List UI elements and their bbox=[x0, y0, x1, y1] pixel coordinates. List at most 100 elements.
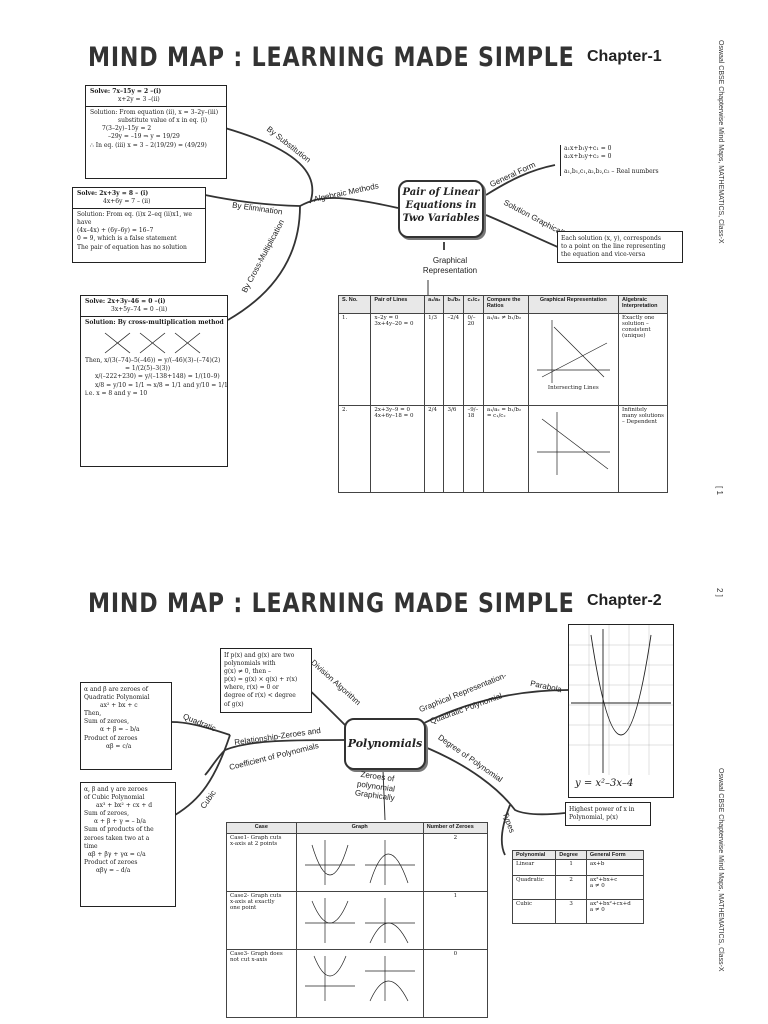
cross-q2: 3x+5y–74 = 0 –(ii) bbox=[111, 306, 168, 314]
f2b: a ≠ 0 bbox=[589, 883, 605, 889]
graph-caption: Intersecting Lines bbox=[547, 384, 599, 391]
row1-eq1: x–2y = 0 bbox=[374, 314, 399, 321]
th-general-form: General Form bbox=[585, 850, 645, 860]
cell-zeroes: 2 bbox=[422, 833, 489, 893]
r2i2: many solutions bbox=[622, 412, 664, 419]
deg-l2: Polynomial, p(x) bbox=[569, 814, 619, 822]
polynomial-types-table: Polynomial Degree General Form Linear 1 … bbox=[511, 850, 645, 924]
page2-title: MIND MAP : LEARNING MADE SIMPLE bbox=[88, 588, 575, 619]
q-l7: Product of zeroes bbox=[84, 734, 138, 742]
c3b: not cut x-axis bbox=[230, 957, 268, 964]
div-l4: p(x) = g(x) × q(x) + r(x) bbox=[224, 676, 298, 684]
div-l7: of g(x) bbox=[224, 700, 244, 708]
branch-degree bbox=[419, 744, 566, 816]
th-degree: Degree bbox=[555, 850, 587, 860]
th-zeroes: Number of Zeroes bbox=[422, 821, 489, 835]
row2-eq2: 4x+6y–18 = 0 bbox=[374, 412, 414, 419]
r2i1: Infinitely bbox=[622, 406, 648, 413]
th-polynomial: Polynomial bbox=[511, 850, 557, 860]
branch-algebraic bbox=[299, 197, 399, 209]
center-line2: Equations in bbox=[405, 200, 477, 211]
page1-chapter: Chapter-1 bbox=[587, 48, 662, 65]
cell-compare: a₁/a₂ ≠ b₁/b₂ bbox=[482, 312, 529, 406]
c-l4: Sum of zeroes, bbox=[84, 810, 130, 818]
intersecting-lines-graph bbox=[536, 319, 610, 383]
cell-degree: 3 bbox=[555, 899, 587, 924]
cell-graph bbox=[295, 949, 424, 1018]
th-sno: S. No. bbox=[337, 295, 372, 314]
cell-degree: 1 bbox=[555, 859, 587, 876]
elim-q2: 4x+6y = 7 – (ii) bbox=[103, 198, 151, 206]
elimination-box: Solve: 2x+3y = 8 – (i) 4x+6y = 7 – (ii) … bbox=[72, 187, 206, 263]
q-l8: αβ = c/a bbox=[106, 742, 132, 750]
branch-graphical2 bbox=[419, 689, 569, 726]
sub-s5: ∴ In eq. (iii) x = 3 – 2(19/29) = (49/29… bbox=[90, 141, 207, 149]
elim-s1: Solution: From eq. (i)x 2–eq (ii)x1, we … bbox=[77, 211, 192, 227]
table-row: Linear 1 ax+b bbox=[511, 859, 645, 876]
branch-relationship bbox=[204, 739, 346, 776]
r1i1: Exactly one bbox=[622, 314, 655, 321]
c3a: Case3- Graph does bbox=[230, 951, 283, 958]
sub-s4: –29y = –19 ⇒ y = 19/29 bbox=[108, 133, 180, 141]
c-l5: α + β + γ = – b/a bbox=[94, 818, 146, 826]
r1i3: consistent bbox=[622, 326, 651, 333]
page1-title: MIND MAP : LEARNING MADE SIMPLE bbox=[88, 42, 575, 73]
q-l4: Then, bbox=[84, 710, 102, 718]
cell-zeroes: 1 bbox=[422, 891, 489, 951]
cross-diagram bbox=[104, 332, 201, 354]
elim-s2: (4x–4x) + (6y–6y) = 16–7 bbox=[77, 227, 154, 235]
cell-a: 1/3 bbox=[424, 312, 445, 406]
page2-chapter: Chapter-2 bbox=[587, 592, 662, 609]
cross-q1: Solve: 2x+3y–46 = 0 –(i) bbox=[85, 298, 166, 305]
div-l2: polynomials with bbox=[224, 660, 276, 668]
table-header-row: Polynomial Degree General Form bbox=[511, 850, 645, 860]
elim-s4: The pair of equation has no solution bbox=[77, 243, 187, 251]
c-l8: time bbox=[84, 842, 98, 850]
center-node-pair-linear: Pair of Linear Equations in Two Variable… bbox=[398, 180, 484, 238]
cell-b: 3/6 bbox=[443, 404, 465, 494]
center-line3: Two Variables bbox=[402, 213, 480, 224]
gf-line1: a₁x+b₁y+c₁ = 0 bbox=[564, 145, 612, 152]
case1-graph bbox=[304, 840, 415, 886]
elim-s3: 0 = 9, which is a false statement bbox=[77, 235, 177, 243]
sol-line1: Each solution (x, y), corresponds bbox=[561, 235, 661, 242]
parabola-graph bbox=[569, 625, 673, 775]
coincident-lines-graph bbox=[536, 411, 610, 475]
cell-name: Cubic bbox=[511, 899, 557, 924]
c2a: Case2- Graph cuts bbox=[230, 893, 282, 900]
cross-multiplication-box: Solve: 2x+3y–46 = 0 –(i) 3x+5y–74 = 0 –(… bbox=[80, 295, 228, 467]
cell-c: –9/–18 bbox=[463, 404, 484, 494]
linear-pairs-table: S. No. Pair of Lines a₁/a₂ b₁/b₂ c₁/c₂ C… bbox=[337, 295, 668, 494]
cell-no: 1. bbox=[337, 312, 372, 406]
case2-graph bbox=[304, 898, 415, 944]
page2-side-text: Oswaal CBSE Chapterwise Mind Maps, MATHE… bbox=[717, 768, 724, 972]
th-compare: Compare the Ratios bbox=[482, 295, 529, 314]
cell-b: –2/4 bbox=[443, 312, 465, 406]
th-interp: Algebraic Interpretation bbox=[618, 295, 668, 314]
degree-note-box: Highest power of x in Polynomial, p(x) bbox=[565, 802, 651, 827]
substitution-box: Solve: 7x–15y = 2 –(i) x+2y = 3 –(ii) So… bbox=[85, 85, 227, 179]
c-l7: zeroes taken two at a bbox=[84, 834, 150, 842]
row1-eq2: 3x+4y–20 = 0 bbox=[374, 320, 414, 327]
cell-name: Linear bbox=[511, 859, 557, 876]
cross-c3: x/(–222+230) = y/(–138+148) = 1/(10–9) bbox=[95, 373, 220, 381]
c-l6: Sum of products of the bbox=[84, 826, 154, 834]
cross-c1: Then, x/(3(–74)–5(–46)) = y/(–46)(3)–(–7… bbox=[85, 357, 221, 365]
c1a: Case1- Graph cuts bbox=[230, 835, 282, 842]
c-l1: α, β and γ are zeroes bbox=[84, 786, 148, 793]
cell-graph: Intersecting Lines bbox=[527, 312, 620, 406]
deg-l1: Highest power of x in bbox=[569, 806, 635, 813]
table-header-row: S. No. Pair of Lines a₁/a₂ b₁/b₂ c₁/c₂ C… bbox=[337, 295, 668, 314]
div-l3: g(x) ≠ 0, then – bbox=[224, 668, 271, 676]
cross-c2: = 1/(2(5)–3(3)) bbox=[125, 365, 171, 373]
